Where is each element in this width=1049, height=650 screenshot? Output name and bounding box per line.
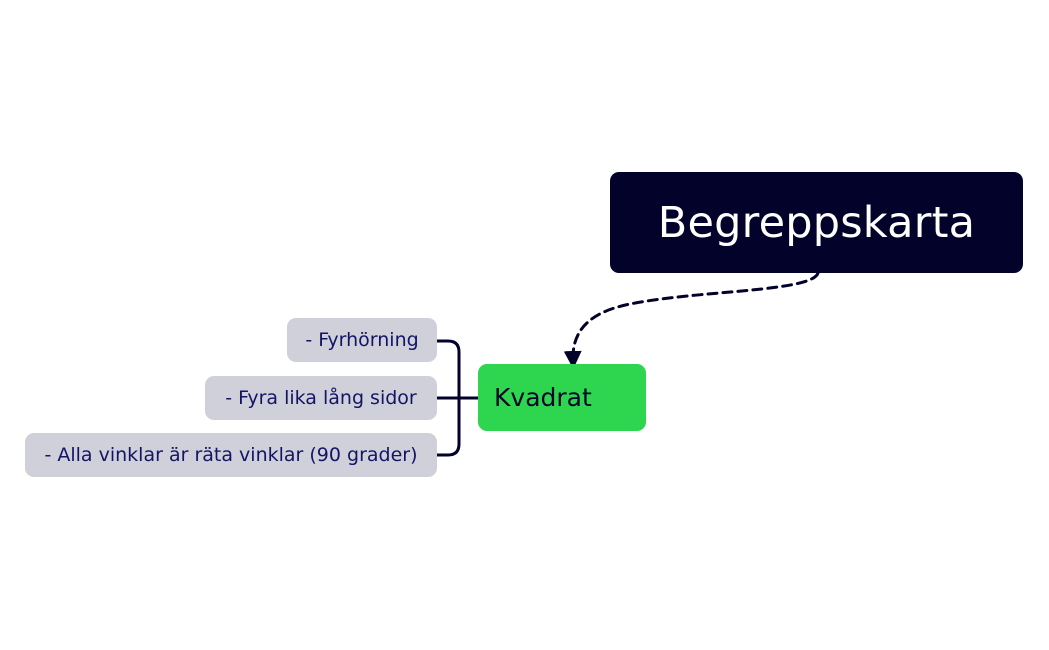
main-topic-node[interactable]: Kvadrat	[478, 364, 646, 431]
subtopic-label: - Fyra lika lång sidor	[225, 387, 417, 409]
root-topic-node[interactable]: Begreppskarta	[610, 172, 1023, 273]
dashed-relationship-arrow	[563, 271, 820, 369]
main-topic-label: Kvadrat	[494, 383, 592, 412]
subtopic-node-alla-vinklar[interactable]: - Alla vinklar är räta vinklar (90 grade…	[25, 433, 437, 477]
subtopic-node-fyra-lika-lang-sidor[interactable]: - Fyra lika lång sidor	[205, 376, 437, 420]
subtopic-label: - Alla vinklar är räta vinklar (90 grade…	[44, 444, 418, 466]
subtopic-node-fyrhorning[interactable]: - Fyrhörning	[287, 318, 437, 362]
root-topic-label: Begreppskarta	[657, 197, 976, 248]
bracket-connector	[437, 339, 478, 457]
subtopic-label: - Fyrhörning	[305, 329, 419, 351]
